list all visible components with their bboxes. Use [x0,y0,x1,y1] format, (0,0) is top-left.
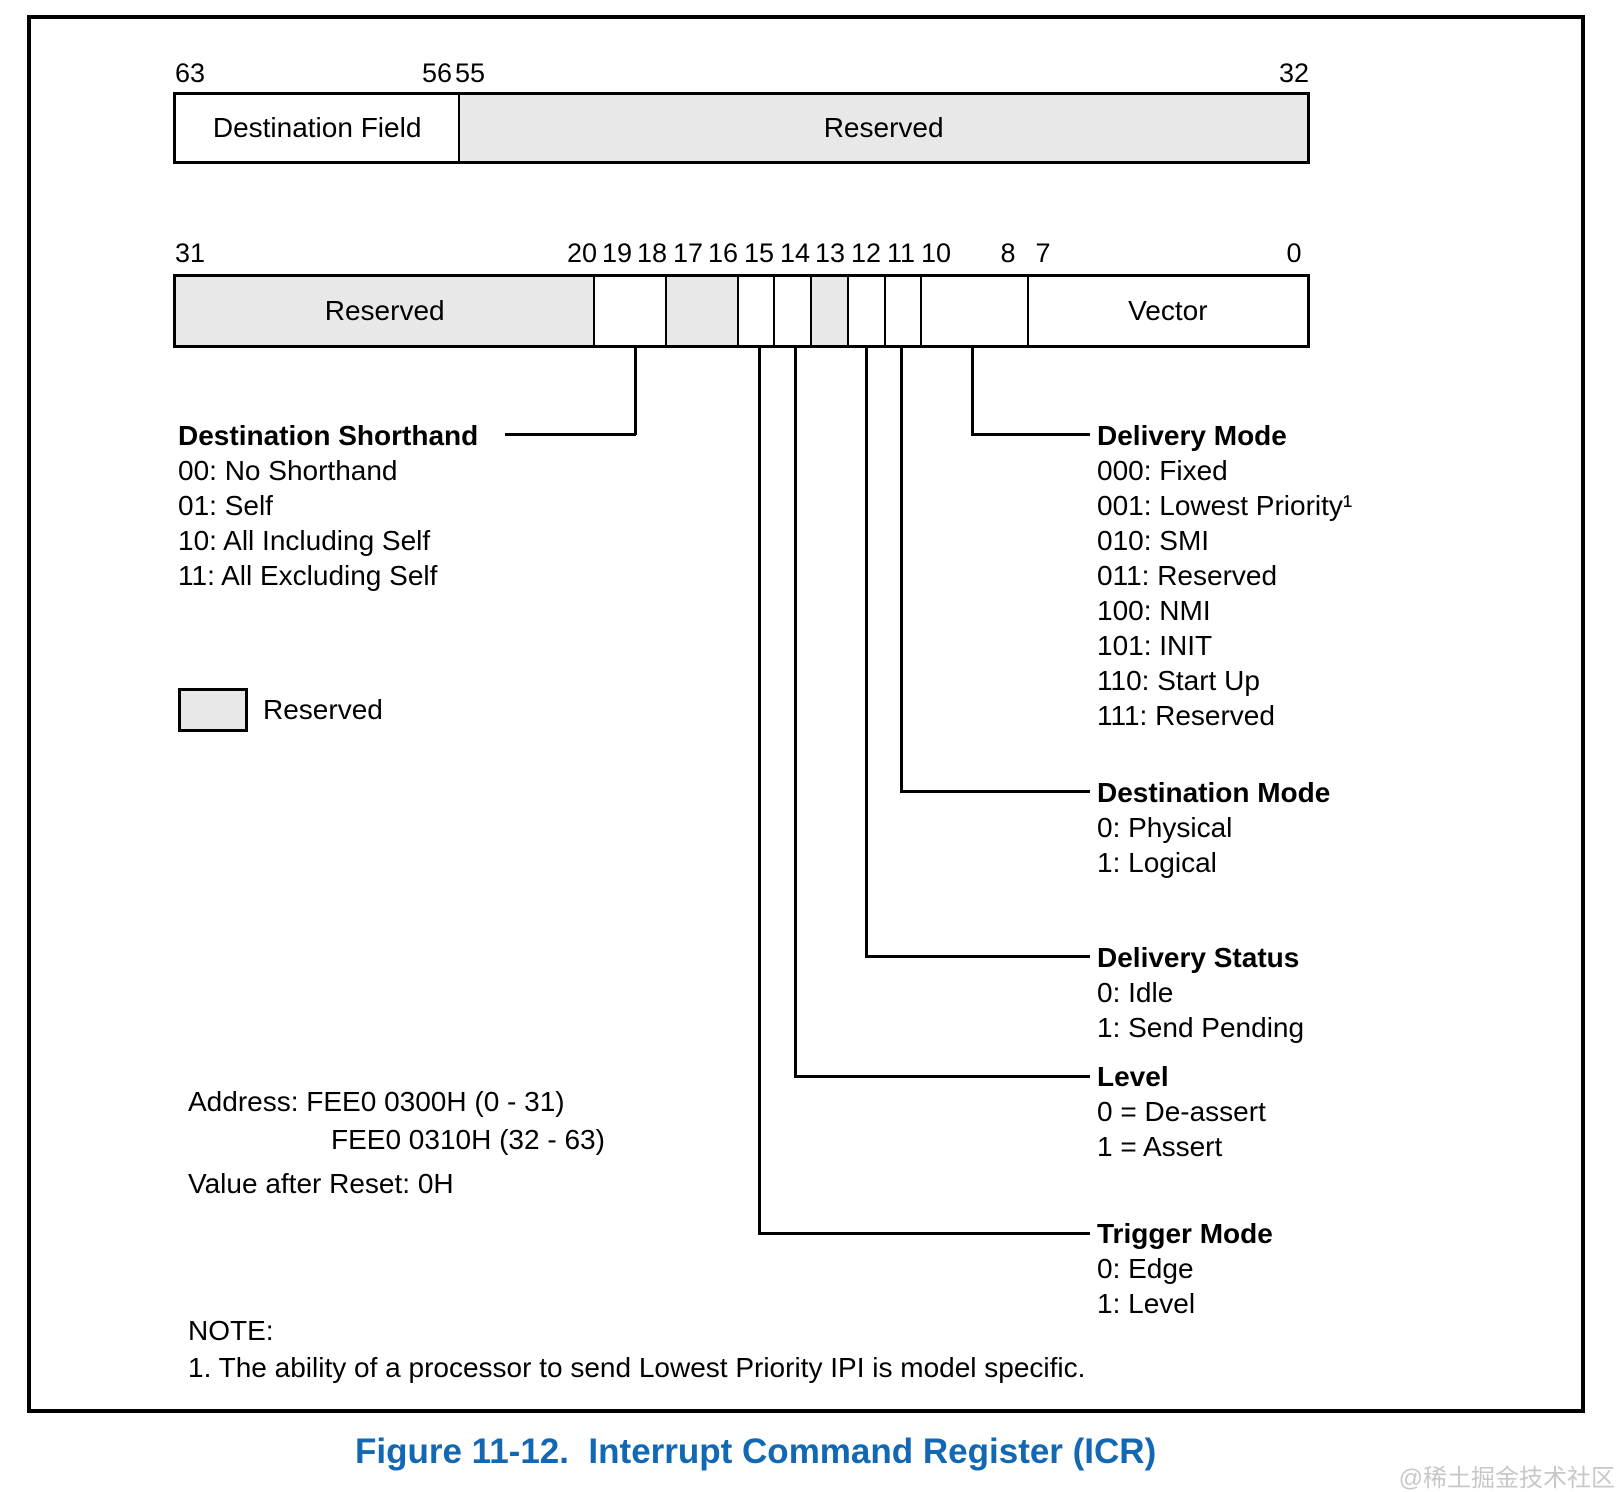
bit-label-10: 10 [920,238,952,268]
level-item: 0 = De-assert [1097,1096,1266,1127]
callout-delivery-mode: Delivery Mode 000: Fixed 001: Lowest Pri… [1097,418,1352,733]
connector-delivery-status-vertical [865,348,868,958]
register-low-dword: Reserved Vector [173,274,1310,348]
figure-border [27,15,1585,1413]
bit-label-11: 11 [886,238,916,268]
bit-label-17: 17 [672,238,704,268]
note-item: 1. The ability of a processor to send Lo… [188,1352,1086,1383]
connector-delivery-status-horizontal [865,955,1090,958]
bit-label-31: 31 [175,238,206,268]
reserved-legend-label: Reserved [263,694,383,725]
connector-destination-mode-vertical [900,348,903,793]
field-trigger-mode [739,277,776,345]
bit-label-0: 0 [1286,238,1302,268]
bit-label-8: 8 [1000,238,1016,268]
callout-destination-mode: Destination Mode 0: Physical 1: Logical [1097,775,1330,880]
register-high-dword: Destination Field Reserved [173,92,1310,164]
delivery-mode-item: 111: Reserved [1097,700,1275,731]
bit-label-32: 32 [1278,58,1310,88]
delivery-mode-item: 100: NMI [1097,595,1211,626]
destination-shorthand-item: 00: No Shorthand [178,455,398,486]
level-item: 1 = Assert [1097,1131,1223,1162]
destination-shorthand-item: 11: All Excluding Self [178,560,438,591]
callout-destination-shorthand: Destination Shorthand 00: No Shorthand 0… [178,418,478,593]
destination-shorthand-item: 01: Self [178,490,273,521]
bit-label-55: 55 [454,58,486,88]
note-heading: NOTE: [188,1315,274,1346]
bit-label-18: 18 [636,238,668,268]
callout-delivery-status: Delivery Status 0: Idle 1: Send Pending [1097,940,1304,1045]
field-destination-field: Destination Field [176,95,461,161]
field-reserved-31-20: Reserved [176,277,596,345]
watermark: @稀土掘金技术社区 [1398,1465,1615,1492]
connector-destination-shorthand-horizontal [505,433,636,436]
trigger-mode-item: 1: Level [1097,1288,1196,1319]
destination-mode-title: Destination Mode [1097,777,1331,808]
bit-label-14: 14 [779,238,811,268]
bit-label-20: 20 [566,238,598,268]
bit-label-7: 7 [1035,238,1051,268]
destination-mode-item: 1: Logical [1097,847,1217,878]
address-line-2: FEE0 0310H (32 - 63) [331,1124,605,1155]
delivery-mode-item: 010: SMI [1097,525,1210,556]
delivery-status-title: Delivery Status [1097,942,1300,973]
delivery-mode-title: Delivery Mode [1097,420,1287,451]
destination-mode-item: 0: Physical [1097,812,1233,843]
callout-level: Level 0 = De-assert 1 = Assert [1097,1059,1266,1164]
field-level [775,277,813,345]
delivery-mode-item: 000: Fixed [1097,455,1228,486]
bit-label-56: 56 [421,58,453,88]
reserved-legend-swatch [178,688,248,732]
field-delivery-mode [922,277,1029,345]
connector-destination-mode-horizontal [900,790,1090,793]
connector-delivery-mode-horizontal [971,433,1090,436]
trigger-mode-item: 0: Edge [1097,1253,1194,1284]
bit-label-63: 63 [175,58,206,88]
delivery-status-item: 0: Idle [1097,977,1174,1008]
level-title: Level [1097,1061,1169,1092]
delivery-mode-item: 110: Start Up [1097,665,1260,696]
connector-delivery-mode-vertical [971,348,974,435]
destination-shorthand-title: Destination Shorthand [178,420,479,451]
connector-level-horizontal [794,1075,1090,1078]
delivery-status-item: 1: Send Pending [1097,1012,1305,1043]
field-destination-shorthand [595,277,667,345]
field-delivery-status [849,277,886,345]
bit-label-15: 15 [743,238,775,268]
callout-trigger-mode: Trigger Mode 0: Edge 1: Level [1097,1216,1273,1321]
reset-value-line: Value after Reset: 0H [188,1168,454,1199]
delivery-mode-item: 011: Reserved [1097,560,1278,591]
connector-trigger-mode-vertical [758,348,761,1235]
field-destination-mode [886,277,923,345]
connector-destination-shorthand-vertical [634,348,637,435]
figure-caption: Figure 11-12. Interrupt Command Register… [355,1432,1157,1471]
field-vector: Vector [1128,295,1208,326]
bit-label-16: 16 [707,238,739,268]
bit-label-13: 13 [814,238,846,268]
trigger-mode-title: Trigger Mode [1097,1218,1273,1249]
field-reserved-17-16 [666,277,739,345]
bit-label-12: 12 [850,238,882,268]
destination-shorthand-item: 10: All Including Self [178,525,431,556]
bit-label-19: 19 [601,238,633,268]
delivery-mode-item: 101: INIT [1097,630,1213,661]
field-reserved-13 [812,277,849,345]
connector-level-vertical [794,348,797,1078]
delivery-mode-item: 001: Lowest Priority¹ [1097,490,1353,521]
connector-trigger-mode-horizontal [758,1232,1090,1235]
address-line-1: Address: FEE0 0300H (0 - 31) [188,1086,565,1117]
field-reserved-55-32: Reserved [460,95,1307,161]
